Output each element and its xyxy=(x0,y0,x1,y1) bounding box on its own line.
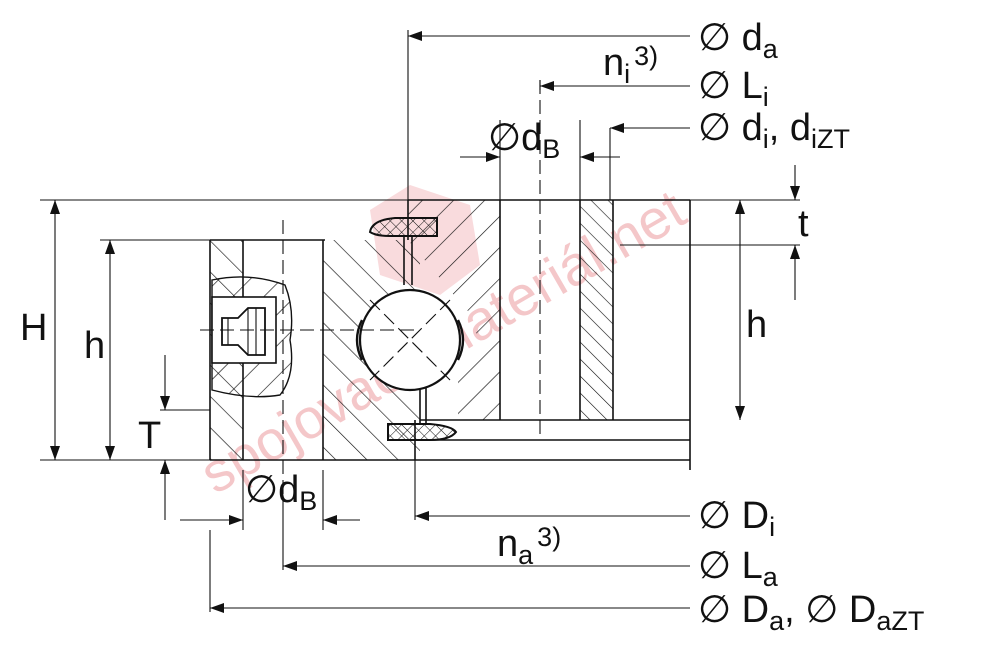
top-seal xyxy=(368,217,438,237)
ball xyxy=(355,288,465,392)
centerlines xyxy=(200,80,541,500)
label-La: ∅ La xyxy=(698,545,779,592)
label-H: H xyxy=(20,307,47,349)
label-na: na3) xyxy=(497,522,561,570)
grease-nipple-icon xyxy=(221,307,266,356)
label-t: t xyxy=(798,203,809,245)
label-Da: ∅ Da, ∅ DaZT xyxy=(698,589,924,636)
label-ni: ni3) xyxy=(603,41,658,89)
label-di: ∅ di, diZT xyxy=(698,107,850,154)
label-h-right: h xyxy=(746,304,767,346)
bottom-seal xyxy=(387,423,458,441)
label-dB-bottom: ∅dB xyxy=(245,469,317,516)
label-da: ∅ da xyxy=(698,17,779,64)
label-h-left: h xyxy=(84,325,105,367)
label-Li: ∅ Li xyxy=(698,65,769,112)
label-T: T xyxy=(138,415,161,457)
dimension-lines xyxy=(40,30,800,613)
label-Di: ∅ Di xyxy=(698,495,775,542)
label-dB-top: ∅dB xyxy=(488,117,560,164)
